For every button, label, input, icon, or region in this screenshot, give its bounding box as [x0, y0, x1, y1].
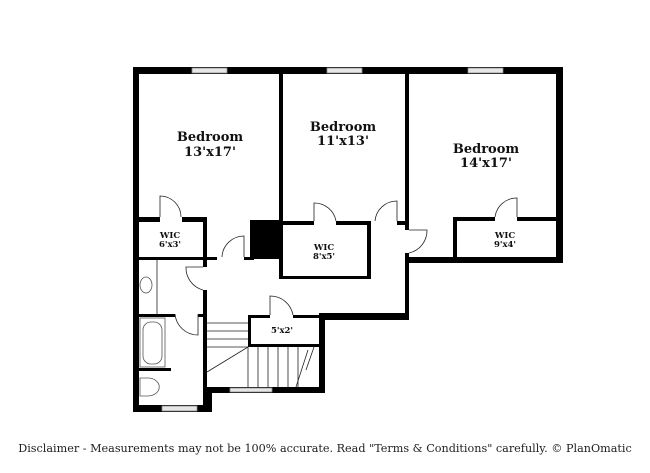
bedroom3-name: Bedroom	[453, 142, 520, 157]
wic2-name: WIC	[313, 243, 335, 253]
door-swing	[374, 200, 398, 222]
window	[161, 405, 198, 412]
door-swing	[185, 266, 204, 291]
door-swing	[221, 235, 245, 258]
bedroom2-name: Bedroom	[310, 120, 377, 135]
door-swing	[494, 197, 518, 218]
window	[467, 67, 504, 74]
door-swing	[408, 229, 428, 254]
toilet-icon	[139, 377, 160, 397]
door-swing	[269, 295, 294, 316]
wic3-name: WIC	[494, 231, 516, 241]
windows	[161, 67, 504, 412]
wic1-size: 6'x3'	[159, 240, 181, 250]
wic1-name: WIC	[159, 231, 181, 241]
sink-icon	[139, 276, 153, 294]
bedroom1-size: 13'x17'	[184, 145, 236, 160]
wic3-size: 9'x4'	[494, 240, 516, 250]
bedroom3-size: 14'x17'	[460, 156, 512, 171]
room-labels: Bedroom 13'x17' Bedroom 11'x13' Bedroom …	[159, 120, 520, 336]
wic2-size: 8'x5'	[313, 252, 335, 262]
bath-fixtures	[139, 260, 166, 397]
doors	[159, 195, 518, 336]
door-swing	[313, 202, 337, 222]
closet-size: 5'x2'	[271, 326, 293, 336]
door-swing	[159, 195, 182, 218]
bedroom2-size: 11'x13'	[317, 134, 369, 149]
window	[229, 387, 273, 393]
window	[191, 67, 228, 74]
disclaimer: Disclaimer - Measurements may not be 100…	[18, 442, 632, 455]
stairs	[206, 322, 315, 388]
door-swing	[174, 313, 199, 336]
bedroom1-name: Bedroom	[177, 130, 244, 145]
window	[326, 67, 363, 74]
